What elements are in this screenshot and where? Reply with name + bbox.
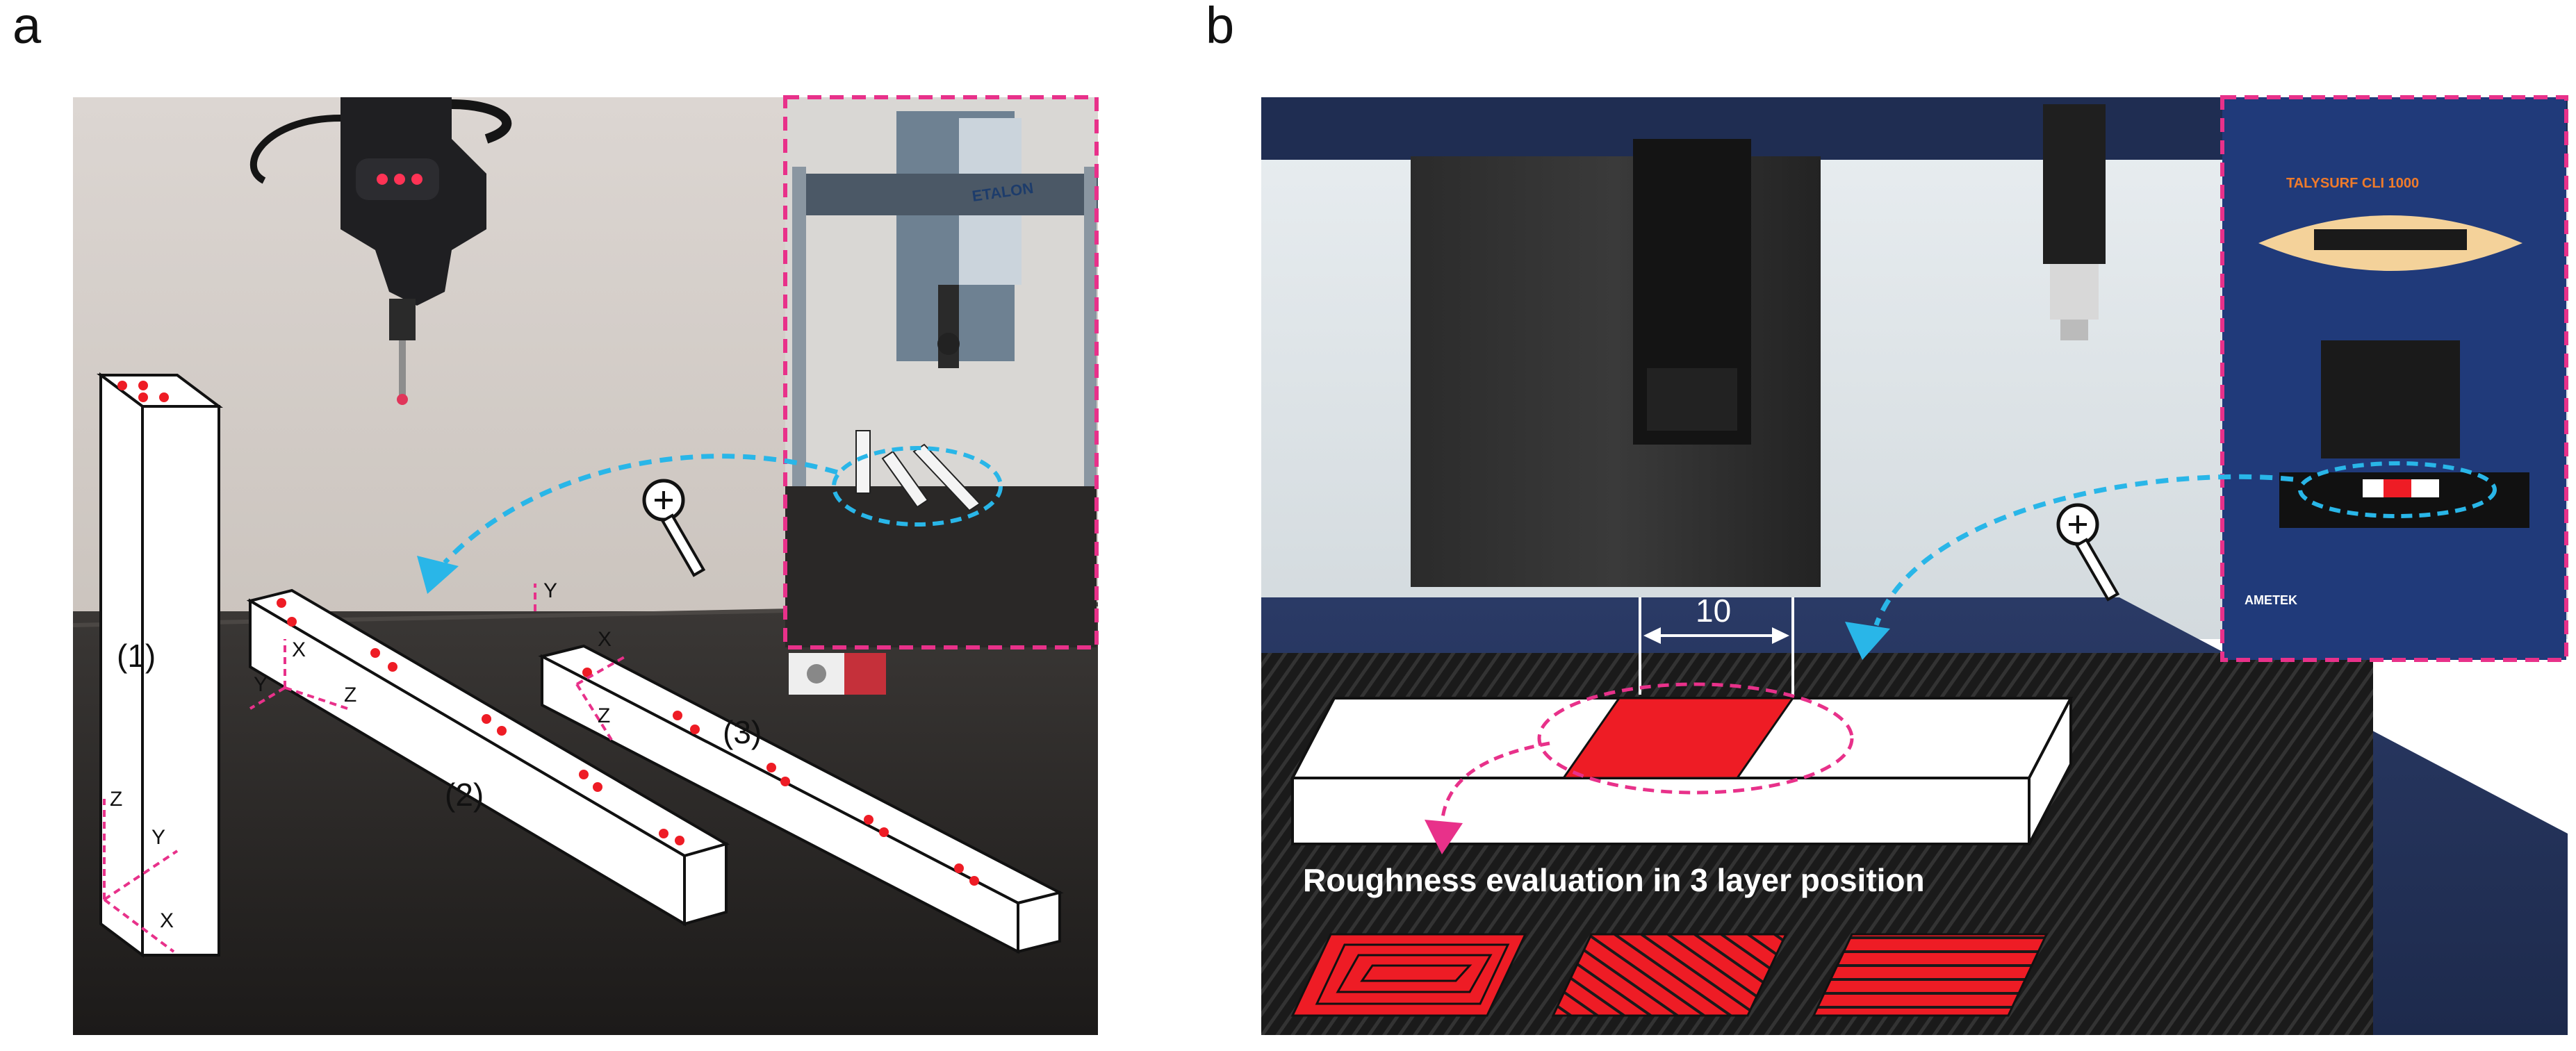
wall-socket [789, 653, 886, 695]
bar-1-axis-z: Z [110, 788, 122, 811]
cmm-probe-head [249, 97, 512, 405]
evaluation-arrow [1440, 741, 1550, 824]
panel-letter-a: a [13, 0, 42, 54]
specimen-block [1290, 697, 2074, 845]
magnifier-icon [642, 479, 706, 577]
evaluation-ellipse [1537, 682, 1854, 795]
panel-b-inset: TALYSURF CLI 1000 AMETEK [2220, 95, 2568, 662]
roughness-caption: Roughness evaluation in 3 layer position [1303, 862, 1925, 898]
granite-column [1411, 156, 1821, 587]
bar-2-axis-x: X [292, 638, 306, 661]
bar-2-axis-y: Y [254, 673, 268, 696]
bar-2-axis-z: Z [344, 684, 356, 706]
panel-a-inset: ETALON [783, 95, 1099, 649]
panel-a: ETALON (1) [72, 95, 1099, 1035]
bar-3-axis-y: Y [543, 579, 557, 602]
bar-2: (2) X Y Z [246, 588, 730, 927]
zoom-arrow-a [443, 454, 838, 565]
dimension-label: 10 [1696, 593, 1731, 629]
zoom-arrowhead-a [417, 556, 459, 594]
zoom-arrowhead-b [1845, 622, 1890, 660]
specimen-red-zone [1561, 697, 1795, 779]
bar-1-axis-y: Y [151, 826, 165, 849]
panel-letter-b: b [1206, 0, 1235, 54]
bar-3-label: (3) [723, 714, 762, 750]
inset-b-dashed-frame [2220, 95, 2568, 662]
bar-3-axis-x: X [598, 628, 612, 651]
bar-1-axis-x: X [160, 909, 174, 932]
roughness-samples [1290, 933, 2049, 1017]
zoom-arrow-b [1873, 474, 2294, 627]
magnifier-icon [2056, 503, 2120, 602]
inset-brand-ametek: AMETEK [2245, 593, 2297, 607]
sample-horizontal [1812, 933, 2049, 1017]
evaluation-arrowhead [1425, 820, 1463, 854]
dimension-10: 10 [1639, 593, 1794, 695]
inset-highlight-ellipse [832, 446, 1003, 527]
bar-3-axis-z: Z [598, 704, 610, 727]
bar-2-label: (2) [445, 777, 484, 813]
inset-brand-talysurf: TALYSURF CLI 1000 [2286, 176, 2419, 191]
inset-dashed-frame [783, 95, 1099, 649]
optical-probe [2043, 104, 2106, 340]
bar-1: (1) Z Y X [97, 372, 223, 958]
sample-diagonal [1551, 933, 1788, 1017]
panel-b: TALYSURF CLI 1000 AMETEK [1261, 95, 2568, 1035]
inset-b-highlight-ellipse [2298, 461, 2497, 518]
bar-1-label: (1) [117, 638, 156, 674]
bar-3: (3) Y X Z [534, 579, 1064, 954]
